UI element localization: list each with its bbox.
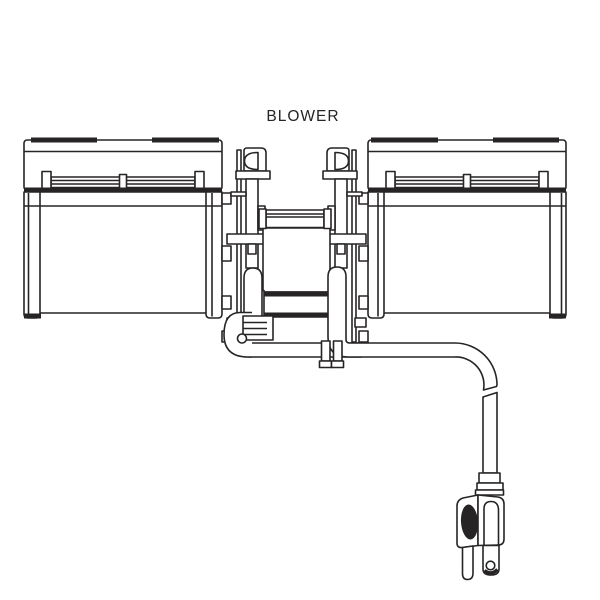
blower-label: BLOWER xyxy=(266,108,339,125)
cord-strain-relief-collar xyxy=(474,472,505,496)
bracket-cross-tab xyxy=(226,233,268,245)
motor-assembly xyxy=(256,208,337,319)
plug-body-right-face xyxy=(477,494,505,547)
prong-hole xyxy=(485,560,496,571)
housing-body xyxy=(23,191,223,319)
conduit-left-tube xyxy=(243,267,263,318)
motor-body xyxy=(262,227,331,293)
cord-vertical-run xyxy=(482,391,498,474)
blower-housing-right xyxy=(358,136,567,343)
motor-top-cylinder xyxy=(258,208,332,230)
strain-relief-box xyxy=(242,315,274,341)
cord-horizontal-run xyxy=(247,342,498,391)
elbow-hole xyxy=(236,333,248,344)
power-cord xyxy=(223,266,498,474)
bracket-legs xyxy=(318,340,345,369)
power-plug xyxy=(456,472,505,581)
plug-dark-oval xyxy=(460,504,479,540)
plug-face-arch xyxy=(483,500,500,545)
cord-conduit-elbow xyxy=(223,311,252,358)
plug-prong-left xyxy=(461,545,474,581)
blower-housing xyxy=(23,137,232,343)
motor-bottom-cylinder xyxy=(256,289,337,319)
drawing-root: BLOWER xyxy=(23,108,567,581)
plug-prongs xyxy=(461,544,500,581)
